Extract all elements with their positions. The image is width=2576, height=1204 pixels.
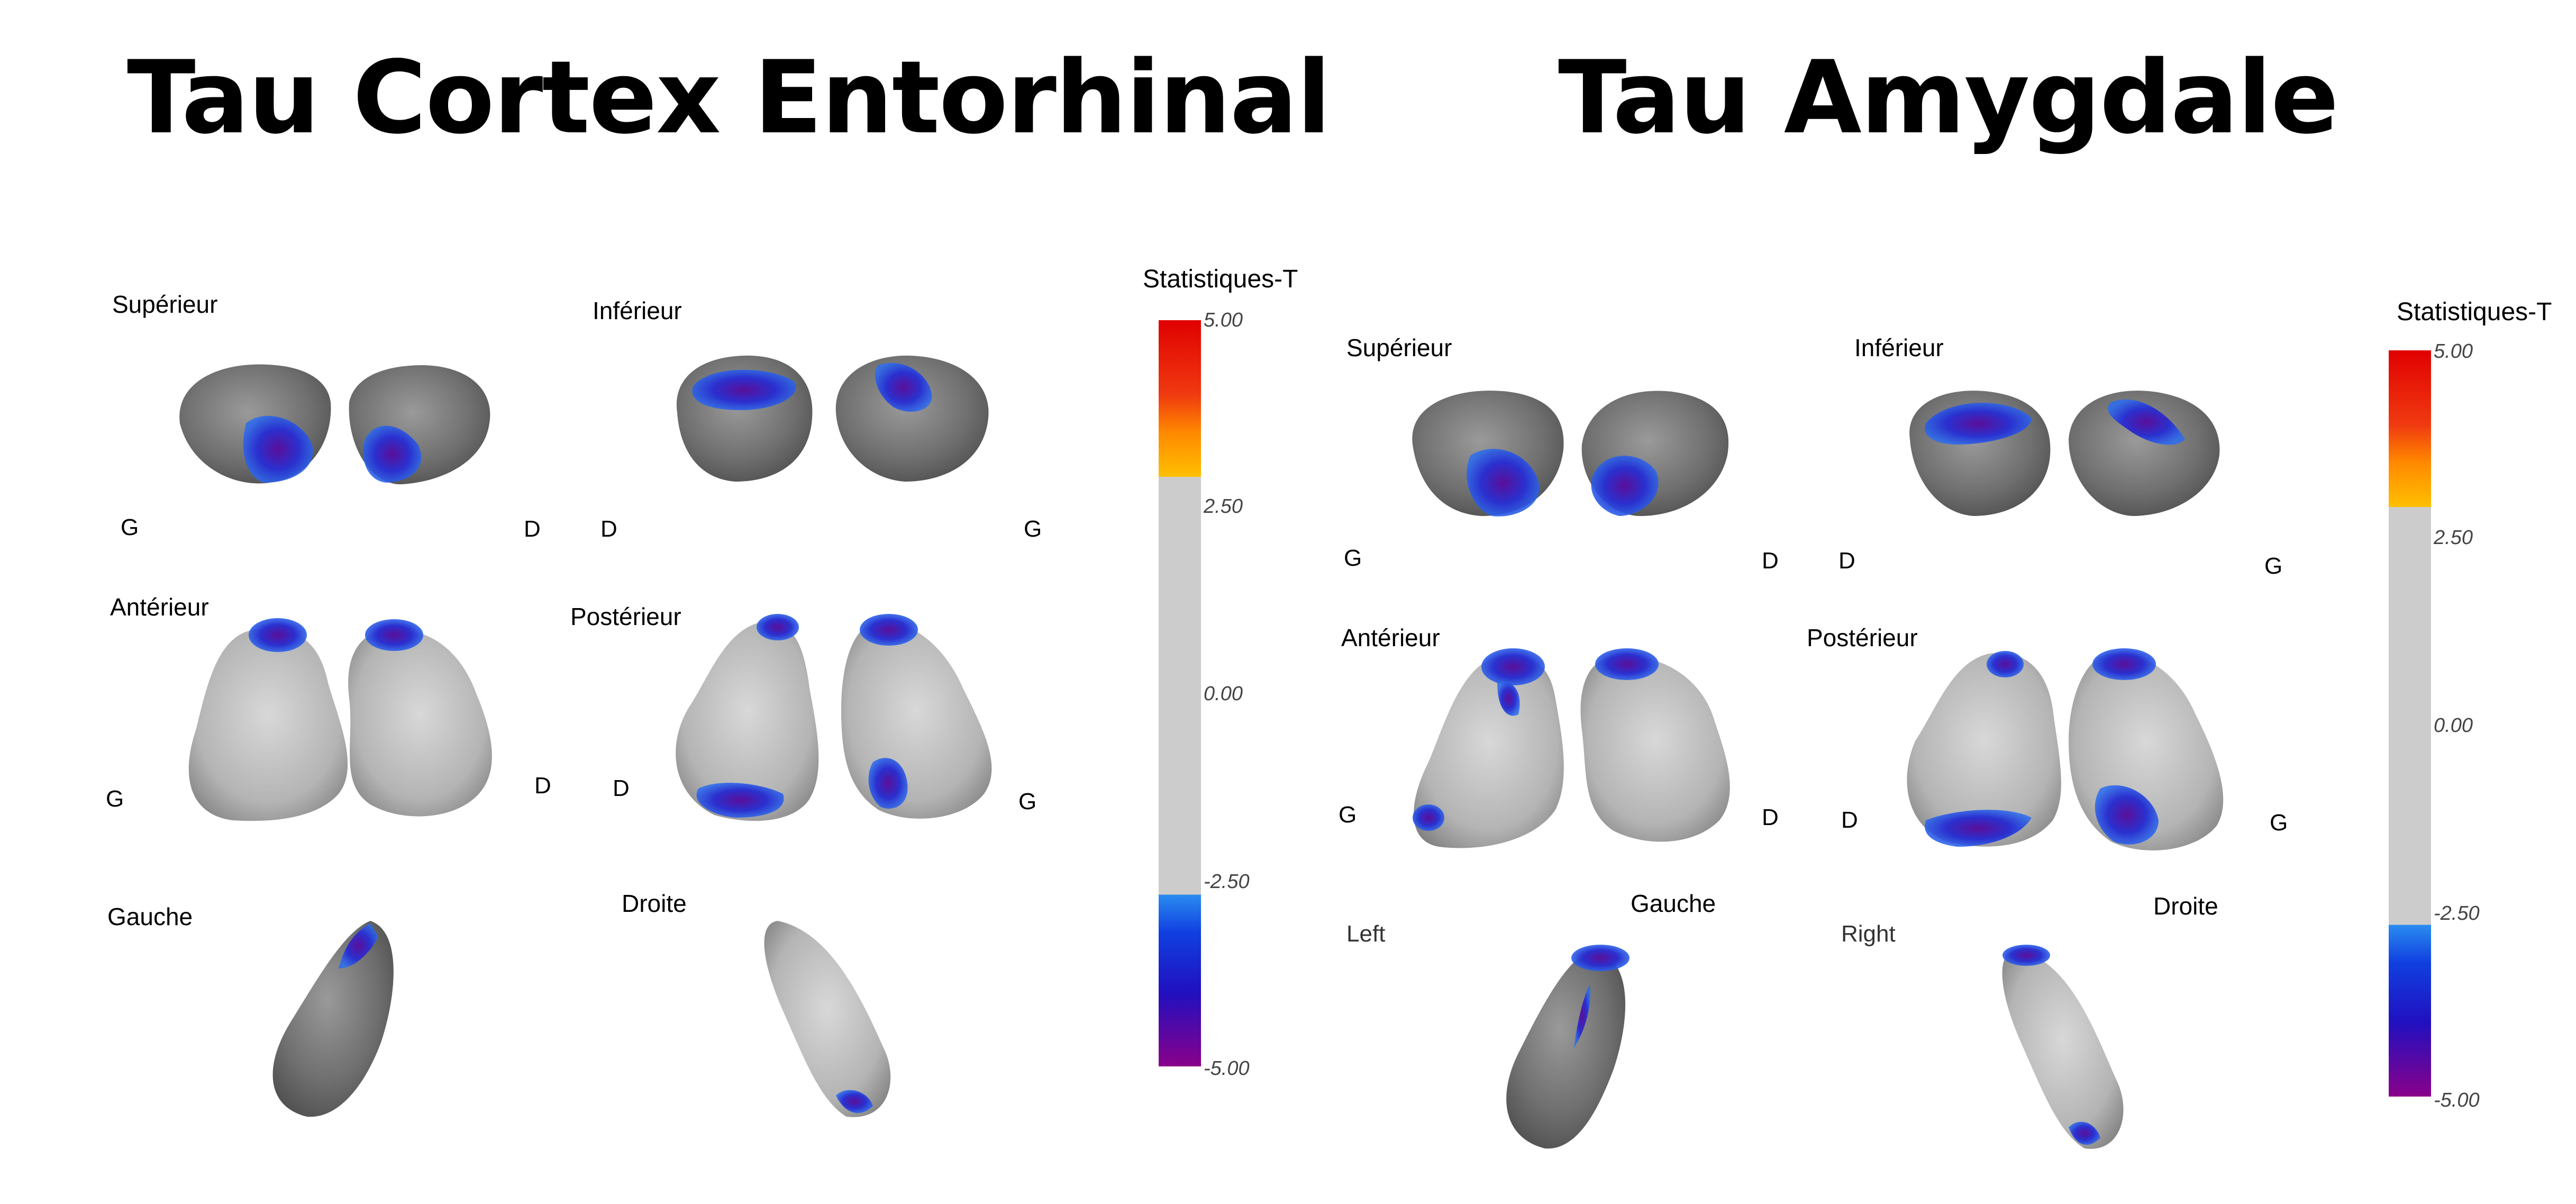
amygdala-anterior-right-marker: D xyxy=(1762,804,1779,830)
amygdala-lateral-right-label: Right xyxy=(1841,921,1896,947)
amygdala-inferior-surface xyxy=(1909,391,2220,516)
entorhinal-superior-surface xyxy=(179,364,490,485)
entorhinal-colorbar-tick: 5.00 xyxy=(1204,309,1243,331)
amygdala-view-left: Gauche xyxy=(1631,890,1716,917)
amygdala-view-inferior: Inférieur xyxy=(1854,334,1944,361)
amygdala-colorbar xyxy=(2389,350,2431,1097)
entorhinal-anterior-surface xyxy=(188,618,492,821)
amygdala-colorbar-tick: -5.00 xyxy=(2434,1089,2480,1111)
entorhinal-view-right: Droite xyxy=(622,890,687,917)
amygdala-view-posterior: Postérieur xyxy=(1807,624,1918,651)
entorhinal-view-superior: Supérieur xyxy=(112,291,218,318)
amygdala-posterior-left-marker: D xyxy=(1841,807,1858,833)
entorhinal-inferior-right-marker: G xyxy=(1024,516,1042,542)
amygdala-posterior-surface xyxy=(1907,648,2224,850)
entorhinal-inferior-left-marker: D xyxy=(600,516,617,542)
amygdala-posterior-right-marker: G xyxy=(2270,810,2288,836)
entorhinal-view-anterior: Antérieur xyxy=(110,593,209,621)
amygdala-inferior-right-marker: G xyxy=(2264,553,2283,579)
amygdala-superior-surface xyxy=(1412,391,1729,517)
entorhinal-anterior-right-marker: D xyxy=(534,773,551,799)
entorhinal-inferior-surface xyxy=(676,355,989,482)
amygdala-superior-left-marker: G xyxy=(1344,545,1362,571)
entorhinal-posterior-left-marker: D xyxy=(613,775,630,801)
entorhinal-view-inferior: Inférieur xyxy=(593,297,682,324)
entorhinal-anterior-left-marker: G xyxy=(106,786,124,812)
amygdala-left-lateral-surface xyxy=(1506,945,1630,1149)
amygdala-right-lateral-surface xyxy=(2002,945,2124,1149)
amygdala-colorbar-tick: 5.00 xyxy=(2434,340,2473,363)
amygdala-view-superior: Supérieur xyxy=(1346,334,1452,361)
entorhinal-superior-left-marker: G xyxy=(121,514,139,540)
panel-title-amygdala: Tau Amygdale xyxy=(1558,39,2339,156)
entorhinal-right-lateral-surface xyxy=(764,921,891,1117)
amygdala-colorbar-tick: 2.50 xyxy=(2434,527,2473,549)
amygdala-lateral-left-label: Left xyxy=(1346,921,1386,947)
entorhinal-colorbar xyxy=(1159,320,1201,1066)
entorhinal-view-posterior: Postérieur xyxy=(570,603,681,630)
amygdala-superior-right-marker: D xyxy=(1762,548,1779,574)
entorhinal-colorbar-tick: 0.00 xyxy=(1204,683,1243,705)
entorhinal-colorbar-tick: 2.50 xyxy=(1204,495,1243,518)
amygdala-colorbar-tick: 0.00 xyxy=(2434,714,2473,737)
amygdala-colorbar-tick: -2.50 xyxy=(2434,902,2480,925)
entorhinal-posterior-surface xyxy=(676,614,992,821)
amygdala-anterior-surface xyxy=(1413,648,1730,848)
entorhinal-colorbar-tick: -2.50 xyxy=(1204,871,1250,893)
amygdala-anterior-left-marker: G xyxy=(1339,802,1357,828)
entorhinal-view-left: Gauche xyxy=(107,903,193,930)
amygdala-colorbar-title: Statistiques-T xyxy=(2397,298,2552,326)
amygdala-view-right: Droite xyxy=(2153,892,2218,920)
amygdala-inferior-left-marker: D xyxy=(1838,548,1855,574)
entorhinal-colorbar-title: Statistiques-T xyxy=(1143,265,1298,293)
amygdala-view-anterior: Antérieur xyxy=(1341,624,1440,651)
entorhinal-posterior-right-marker: G xyxy=(1018,789,1037,814)
entorhinal-superior-right-marker: D xyxy=(524,516,541,542)
entorhinal-colorbar-tick: -5.00 xyxy=(1204,1057,1250,1080)
entorhinal-left-lateral-surface xyxy=(272,921,394,1117)
panel-title-entorhinal: Tau Cortex Entorhinal xyxy=(127,39,1331,156)
